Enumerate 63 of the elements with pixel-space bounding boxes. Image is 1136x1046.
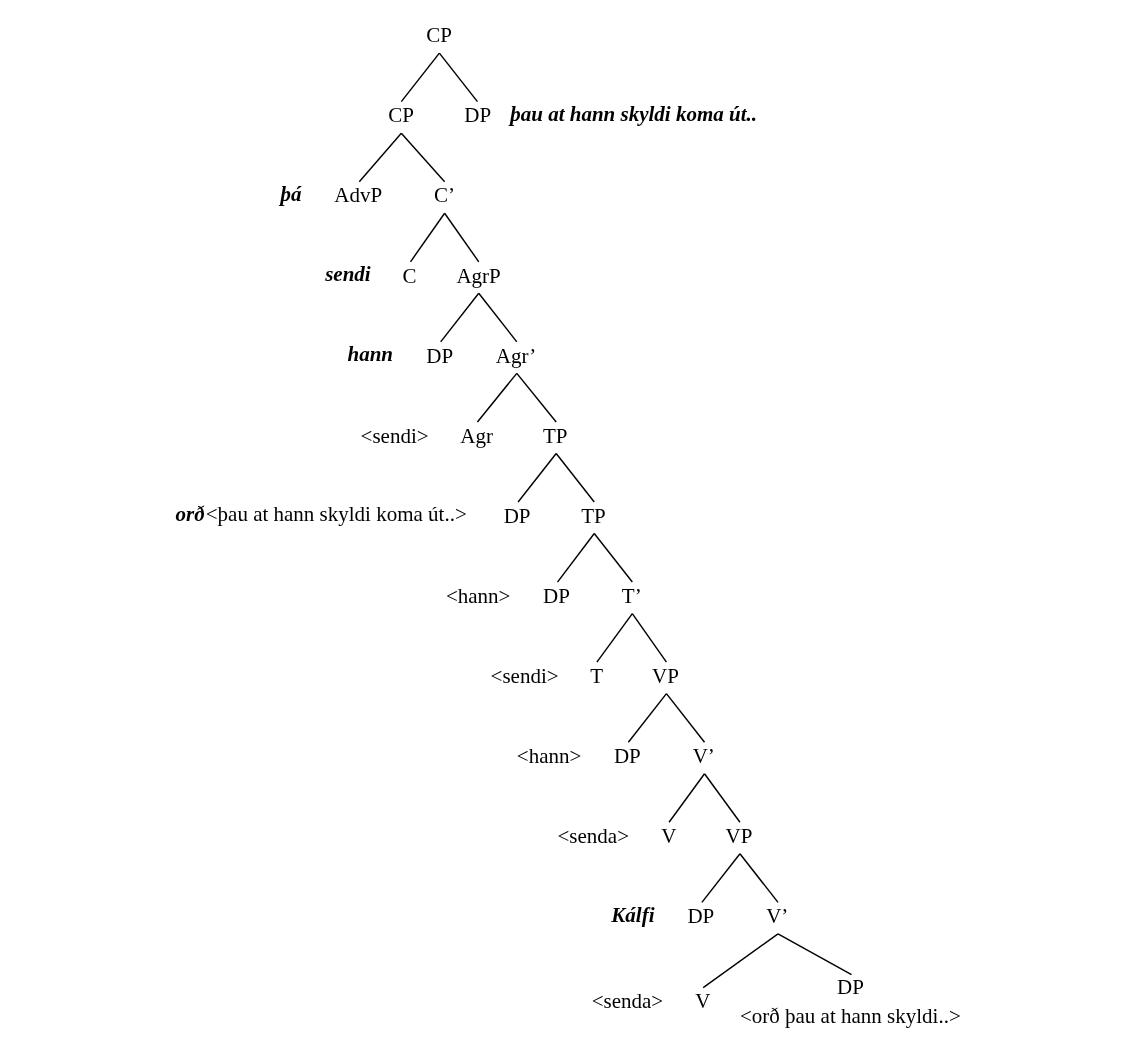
node-label: orð xyxy=(175,502,205,527)
node-text: DP xyxy=(837,974,864,999)
connector xyxy=(701,853,741,904)
connector xyxy=(596,612,634,663)
node-text: VP xyxy=(725,824,753,849)
node-text: DP xyxy=(426,343,454,368)
node-text: DP xyxy=(464,103,492,128)
node-text: TP xyxy=(581,503,606,528)
node-text: Agr xyxy=(460,423,494,448)
node-label: þá xyxy=(280,182,302,207)
node-text: Agr’ xyxy=(495,343,537,368)
connector xyxy=(517,452,557,503)
connector xyxy=(593,532,634,583)
node-text: DP xyxy=(613,743,641,768)
connector xyxy=(400,132,446,183)
node-label: <hann> xyxy=(516,743,582,768)
node-label: <hann> xyxy=(445,583,511,608)
node-label: <senda> xyxy=(557,824,630,849)
node-text: DP xyxy=(687,904,715,929)
node-text: V xyxy=(695,989,711,1014)
node-label: hann xyxy=(347,342,394,367)
node-text: T xyxy=(590,663,604,688)
connector xyxy=(556,532,595,583)
connector xyxy=(665,692,706,743)
connector xyxy=(438,52,479,103)
node-text: T’ xyxy=(621,583,642,608)
node-label: þau at hann skyldi koma út.. xyxy=(510,102,758,127)
connector xyxy=(476,372,518,423)
connector xyxy=(668,773,706,823)
connector xyxy=(627,692,668,743)
node-label: <orð þau at hann skyldi..> xyxy=(739,1003,961,1028)
connector xyxy=(631,612,668,663)
connector xyxy=(400,52,441,103)
connector xyxy=(358,132,403,183)
connector xyxy=(777,933,853,976)
node-label: sendi xyxy=(325,262,371,287)
node-label: <sendi> xyxy=(490,663,559,688)
connector xyxy=(703,773,741,823)
node-text: C xyxy=(402,263,417,288)
node-text: C’ xyxy=(434,183,456,208)
connector xyxy=(409,212,446,263)
node-label: <sendi> xyxy=(360,423,429,448)
node-label: Kálfi xyxy=(611,902,655,927)
node-text: AdvP xyxy=(334,183,383,208)
connector xyxy=(478,292,518,343)
connector xyxy=(516,372,557,423)
node-label: <þau at hann skyldi koma út..> xyxy=(205,502,467,527)
node-text: VP xyxy=(652,663,679,688)
node-text: V xyxy=(661,824,677,849)
node-text: V’ xyxy=(766,904,789,929)
connector xyxy=(702,933,779,989)
connector xyxy=(739,853,779,904)
node-text: CP xyxy=(426,23,452,48)
node-text: AgrP xyxy=(456,263,501,288)
node-text: DP xyxy=(503,503,531,528)
node-label: <senda> xyxy=(591,989,664,1014)
node-text: TP xyxy=(543,423,568,448)
node-text: DP xyxy=(543,583,570,608)
connector xyxy=(443,212,480,263)
node-text: V’ xyxy=(692,743,715,768)
connector xyxy=(439,292,480,343)
connector xyxy=(555,452,595,503)
node-text: CP xyxy=(388,103,414,128)
